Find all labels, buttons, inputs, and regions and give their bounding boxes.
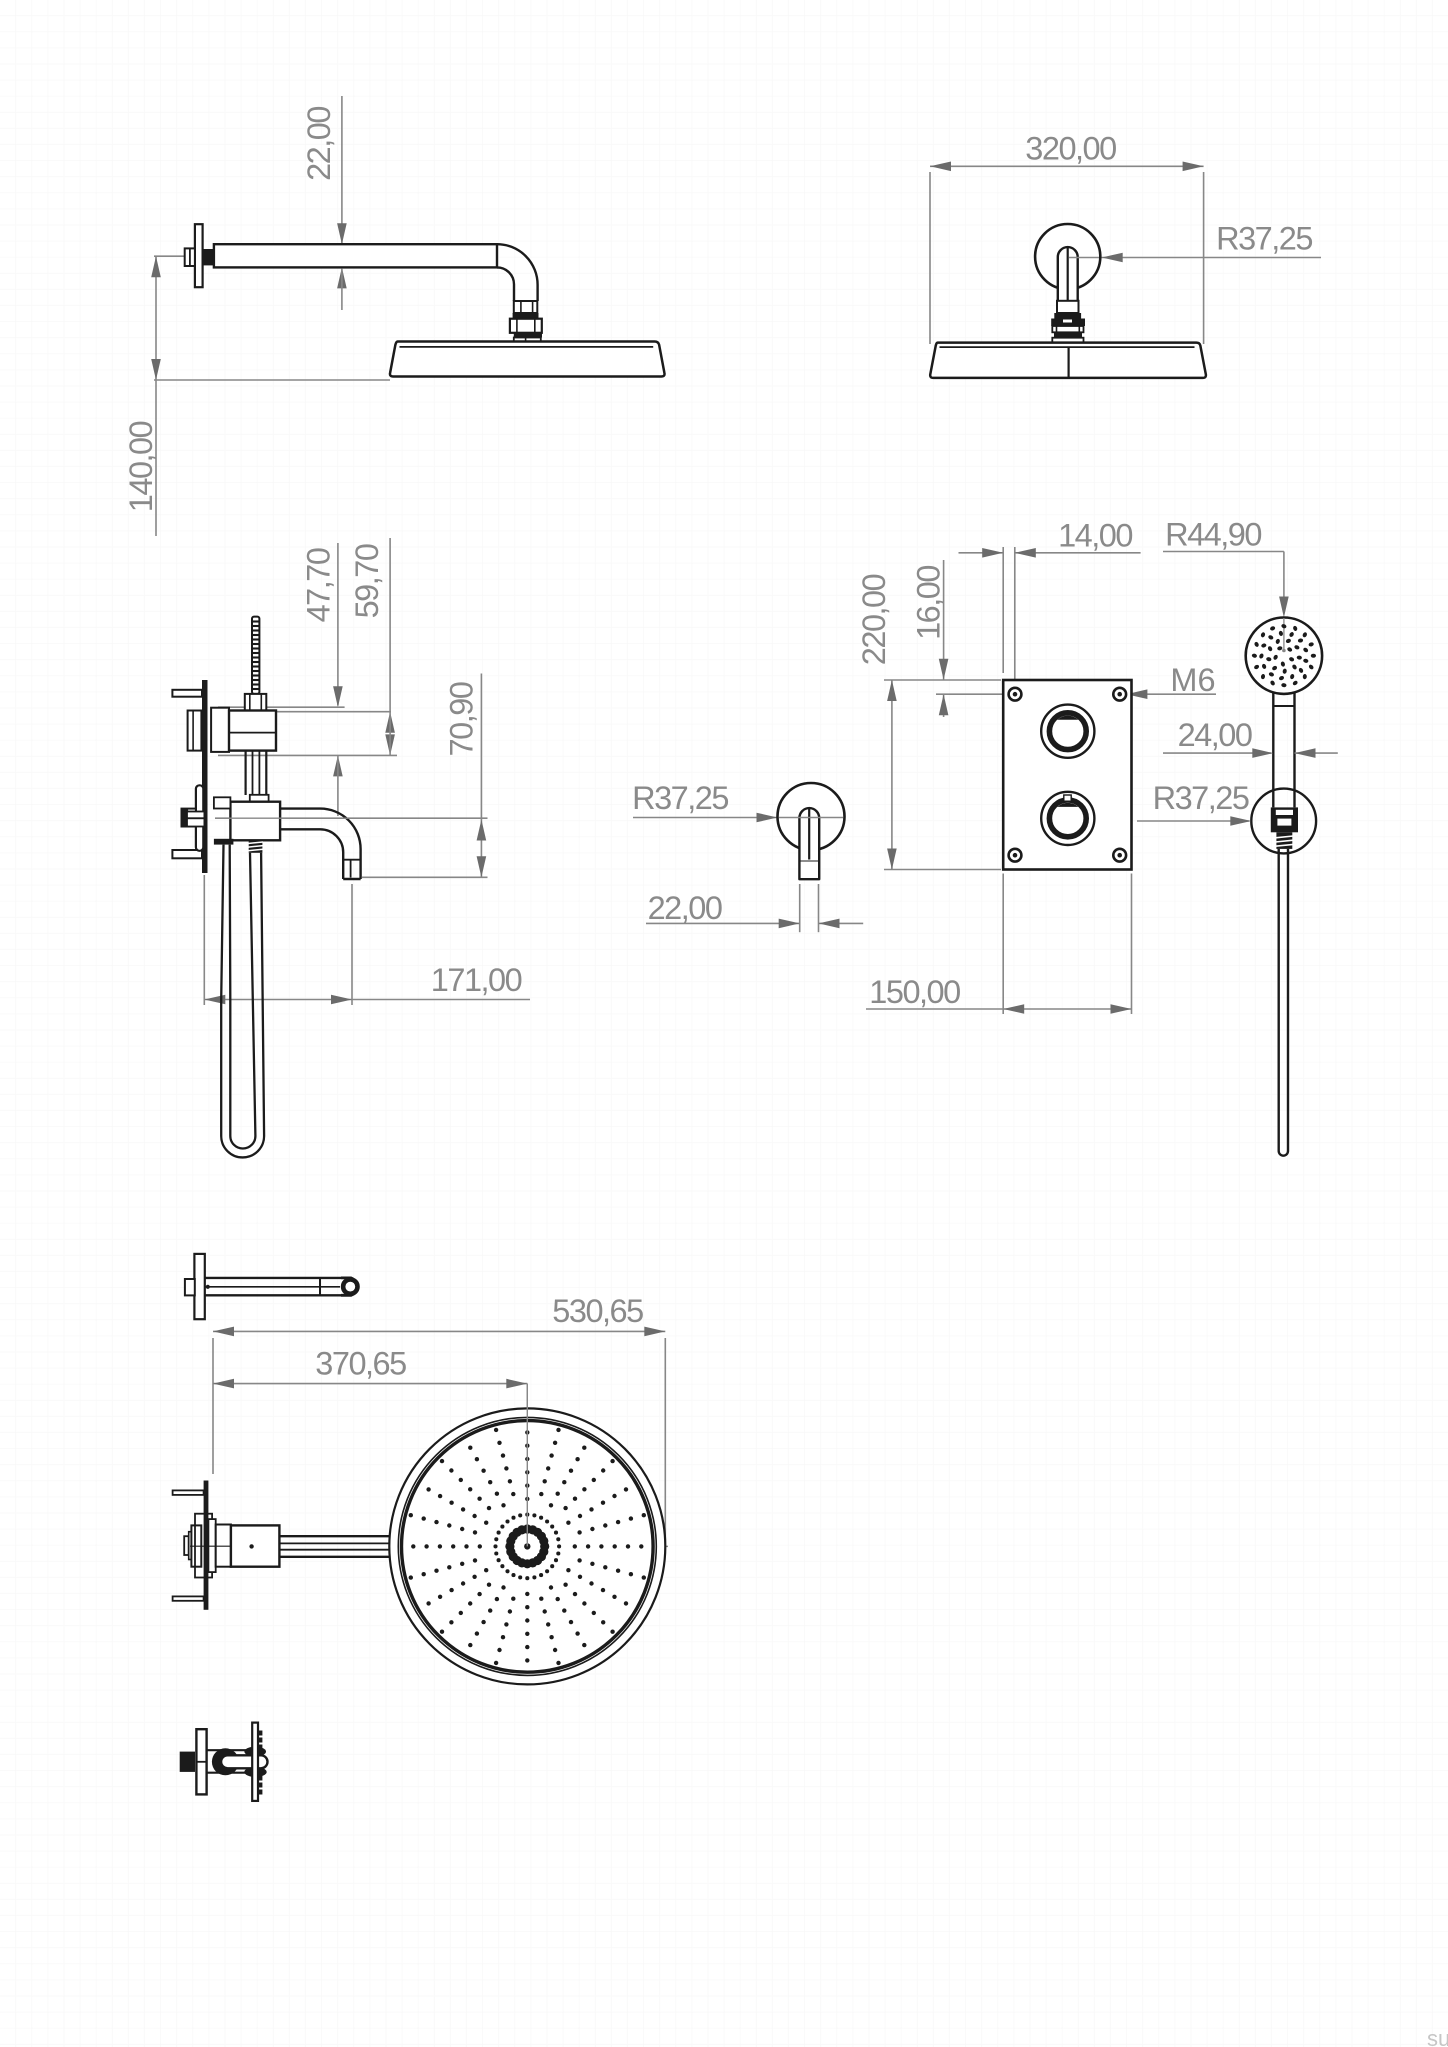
svg-text:R44,90: R44,90 [1165,517,1261,553]
svg-text:530,65: 530,65 [552,1293,643,1329]
svg-text:47,70: 47,70 [301,548,337,622]
svg-text:220,00: 220,00 [856,574,892,665]
svg-text:14,00: 14,00 [1058,518,1132,554]
svg-text:171,00: 171,00 [431,962,522,998]
svg-text:59,70: 59,70 [349,544,385,618]
svg-text:16,00: 16,00 [911,566,947,640]
svg-text:22,00: 22,00 [301,107,337,181]
svg-text:370,65: 370,65 [315,1346,406,1382]
svg-text:70,90: 70,90 [444,682,480,756]
svg-text:R37,25: R37,25 [632,780,728,816]
svg-text:su: su [1427,2026,1448,2047]
svg-text:24,00: 24,00 [1178,717,1252,753]
svg-text:R37,25: R37,25 [1216,221,1312,257]
svg-text:320,00: 320,00 [1025,130,1116,166]
svg-text:R37,25: R37,25 [1153,780,1249,816]
svg-text:M6: M6 [1170,662,1215,698]
svg-text:22,00: 22,00 [648,890,722,926]
svg-text:140,00: 140,00 [123,421,159,512]
svg-text:150,00: 150,00 [869,974,960,1010]
